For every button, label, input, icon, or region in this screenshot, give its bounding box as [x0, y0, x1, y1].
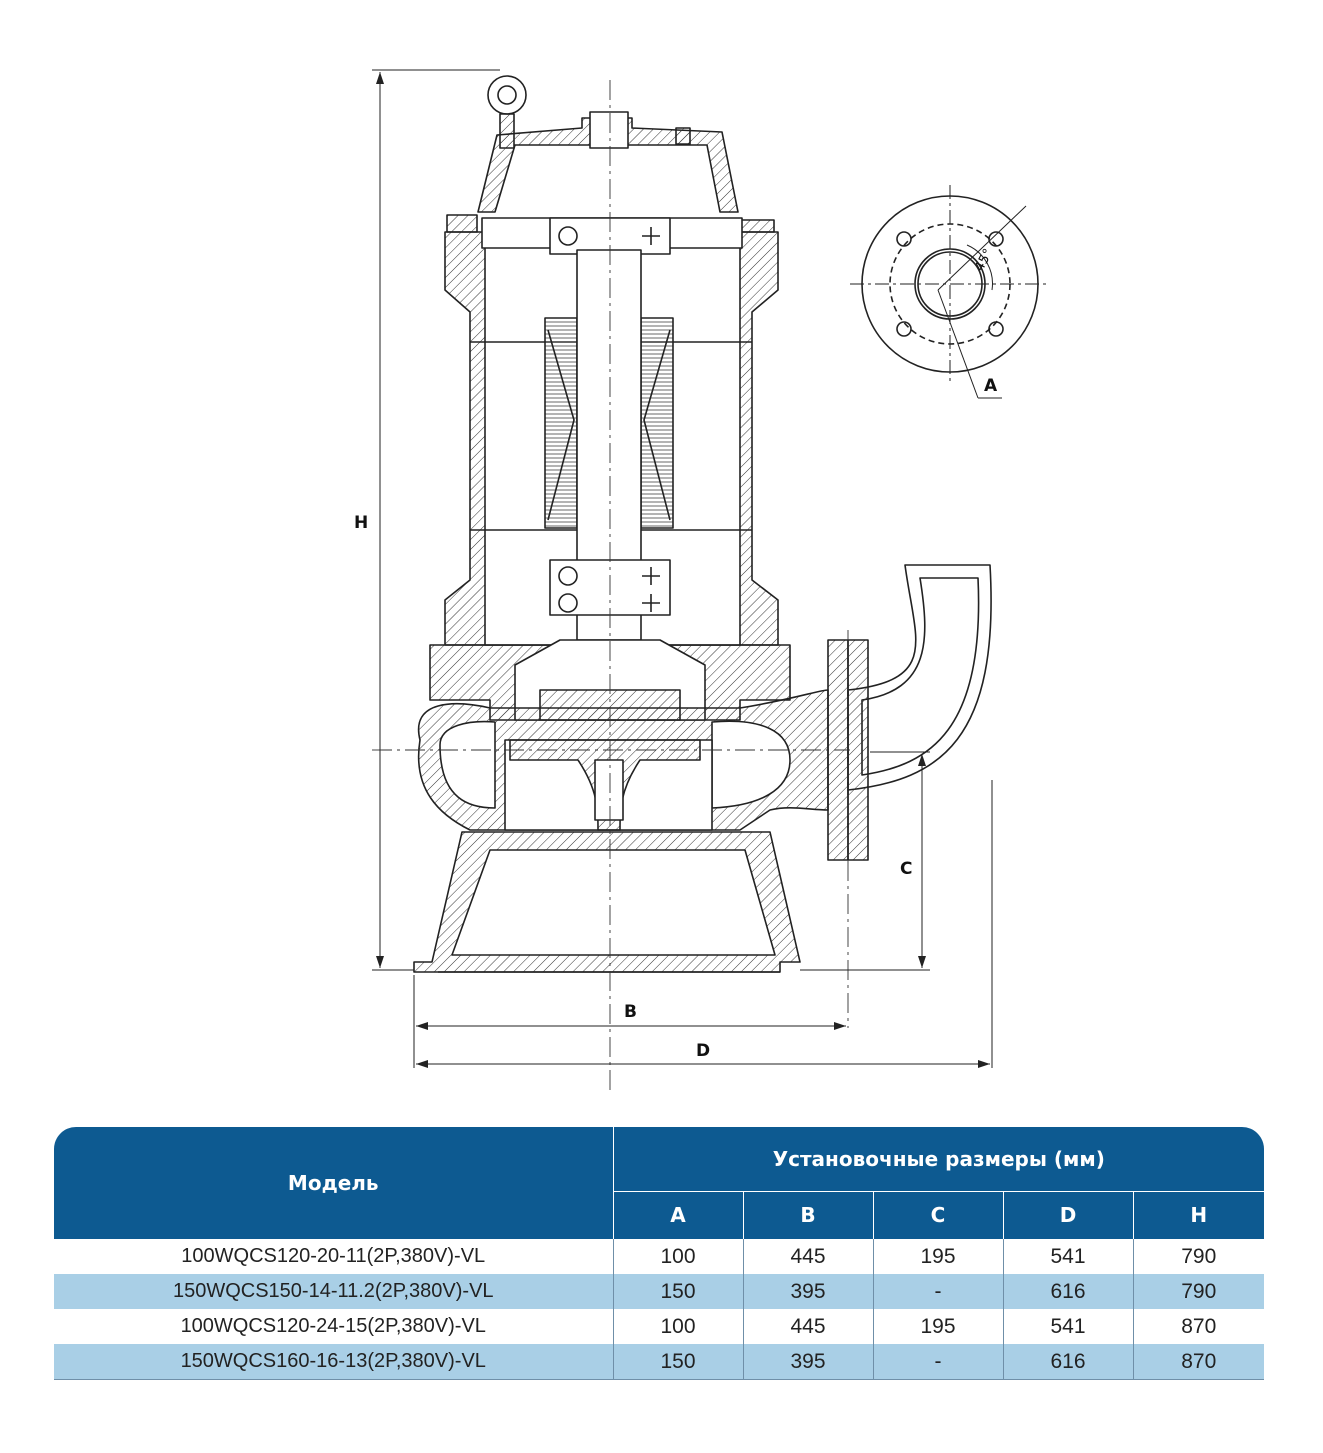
value-cell: 395 — [742, 1344, 873, 1380]
header-col-c: C — [872, 1190, 1003, 1239]
installation-dimensions-table: Модель Установочные размеры (мм) A B C D… — [54, 1127, 1265, 1380]
table-row: 150WQCS160-16-13(2P,380V)-VL 150 395 - 6… — [54, 1344, 1265, 1380]
impeller — [504, 739, 713, 831]
pump-technical-drawing: H A B C D 45° — [354, 69, 1050, 1095]
value-cell: 100 — [612, 1239, 743, 1274]
upper-bearing — [481, 217, 743, 255]
header-col-d: D — [1002, 1190, 1133, 1239]
value-cell: 150 — [612, 1344, 743, 1380]
value-cell: 445 — [742, 1239, 873, 1274]
header-col-a: A — [612, 1190, 743, 1239]
discharge-elbow — [827, 564, 992, 861]
dimension-lines — [372, 69, 993, 1068]
dim-label-b: B — [624, 1002, 637, 1022]
value-cell: 150 — [612, 1274, 743, 1309]
value-cell: 195 — [872, 1309, 1003, 1344]
model-cell: 150WQCS160-16-13(2P,380V)-VL — [54, 1344, 613, 1380]
value-cell: 616 — [1002, 1274, 1133, 1309]
header-col-b: B — [742, 1190, 873, 1239]
value-cell: 541 — [1002, 1309, 1133, 1344]
header-col-h: H — [1132, 1190, 1265, 1239]
top-cover — [477, 117, 739, 213]
value-cell: 541 — [1002, 1239, 1133, 1274]
table-row: 100WQCS120-24-15(2P,380V)-VL 100 445 195… — [54, 1309, 1265, 1344]
header-installation-dimensions: Установочные размеры (мм) — [612, 1127, 1265, 1192]
value-cell: 790 — [1132, 1239, 1265, 1274]
model-cell: 100WQCS120-24-15(2P,380V)-VL — [54, 1309, 613, 1344]
value-cell: 616 — [1002, 1344, 1133, 1380]
table-row: 100WQCS120-20-11(2P,380V)-VL 100 445 195… — [54, 1239, 1265, 1274]
value-cell: 395 — [742, 1274, 873, 1309]
table-row: 150WQCS150-14-11.2(2P,380V)-VL 150 395 -… — [54, 1274, 1265, 1309]
flange-detail-view — [850, 185, 1050, 399]
value-cell: 790 — [1132, 1274, 1265, 1309]
model-cell: 100WQCS120-20-11(2P,380V)-VL — [54, 1239, 613, 1274]
dim-label-a: A — [984, 376, 998, 396]
value-cell: - — [872, 1274, 1003, 1309]
value-cell: 870 — [1132, 1344, 1265, 1380]
dim-label-d: D — [696, 1041, 710, 1061]
dim-label-h: H — [354, 513, 368, 533]
value-cell: 445 — [742, 1309, 873, 1344]
value-cell: 870 — [1132, 1309, 1265, 1344]
value-cell: - — [872, 1344, 1003, 1380]
value-cell: 100 — [612, 1309, 743, 1344]
value-cell: 195 — [872, 1239, 1003, 1274]
dim-label-c: C — [900, 859, 912, 879]
model-cell: 150WQCS150-14-11.2(2P,380V)-VL — [54, 1274, 613, 1309]
header-model: Модель — [54, 1127, 613, 1239]
